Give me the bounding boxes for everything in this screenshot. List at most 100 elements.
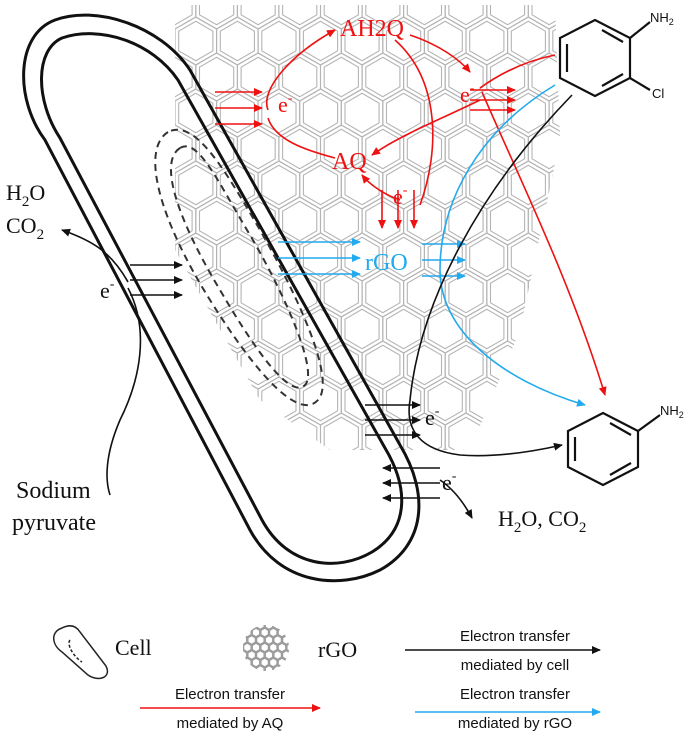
label-cl: Cl <box>652 86 664 101</box>
rgo-hex-inner <box>277 642 286 653</box>
rgo-hex-cell <box>175 124 197 174</box>
rgo-hex-cell <box>423 448 467 450</box>
rgo-hex-inner <box>323 344 359 386</box>
bacterial-cell <box>22 13 421 583</box>
rgo-hex-cell <box>527 340 560 390</box>
rgo-hex-inner <box>265 625 273 630</box>
rgo-hex-inner <box>265 650 273 660</box>
rgo-hex-inner <box>256 665 265 671</box>
rgo-hex-inner <box>265 665 273 671</box>
rgo-hex-cell <box>175 232 176 282</box>
rgo-hex-inner <box>247 635 256 645</box>
rgo-hex-cell <box>527 268 560 318</box>
rgo-sheet <box>137 5 608 492</box>
rgo-hex-cell <box>230 665 239 675</box>
rgo-hex-inner <box>448 416 484 450</box>
legend-cell-line2: mediated by cell <box>461 657 569 674</box>
rgo-hex-cell <box>243 656 253 669</box>
rgo-hex-inner <box>282 5 318 26</box>
label-nh2-bottom: NH2 <box>660 403 684 420</box>
rgo-hex-inner <box>175 416 193 450</box>
rgo-hex-cell <box>361 268 405 318</box>
rgo-hex-inner <box>406 272 443 314</box>
legend-rgo-label: rGO <box>318 637 357 662</box>
rgo-hex-cell <box>243 656 244 669</box>
rgo-hex-inner <box>256 635 265 645</box>
rgo-hex-inner <box>302 308 339 350</box>
label-electron-aq-left: e- <box>278 91 293 117</box>
rgo-hex-inner <box>531 128 560 170</box>
rgo-hex-inner <box>448 128 484 170</box>
rgo-hex-inner <box>469 380 505 422</box>
rgo-hex-inner <box>219 380 255 422</box>
rgo-hex-inner <box>247 625 256 630</box>
rgo-hex-inner <box>385 380 422 422</box>
rgo-hex-inner <box>406 128 443 170</box>
rgo-hex-inner <box>511 453 545 492</box>
rgo-hex-inner <box>240 200 276 242</box>
rgo-hex-inner <box>344 20 380 62</box>
rgo-hex-inner <box>243 635 247 645</box>
rgo-hex-inner <box>448 5 484 26</box>
rgo-hex-inner <box>282 416 318 450</box>
rgo-pathway <box>278 84 586 407</box>
rgo-hex-inner <box>178 20 214 62</box>
legend-cell-label: Cell <box>115 635 152 660</box>
rgo-hex-cell <box>272 664 283 671</box>
rgo-hex-inner <box>302 380 339 422</box>
rgo-hex-cell <box>507 304 550 354</box>
rgo-hex-cell <box>175 16 176 66</box>
rgo-hex-cell <box>507 160 550 210</box>
rgo-hex-inner <box>256 625 265 630</box>
rgo-hex-inner <box>273 625 282 630</box>
rgo-hex-cell <box>319 268 363 318</box>
rgo-hex-inner <box>448 56 484 98</box>
rgo-hex-inner <box>574 417 608 456</box>
rgo-hex-inner <box>489 56 526 98</box>
rgo-hex-inner <box>552 308 560 350</box>
rgo-hex-inner <box>282 635 289 645</box>
rgo-hex-cell <box>486 268 529 318</box>
rgo-hex-inner <box>243 657 252 668</box>
rgo-hex-cell <box>548 160 560 210</box>
rgo-hex-inner <box>552 92 560 134</box>
rgo-hex-inner <box>137 381 171 420</box>
rgo-hex-cell <box>175 196 197 246</box>
rgo-hex-cell <box>230 635 239 645</box>
rgo-hex-inner <box>365 272 401 314</box>
legend-rgo-line2: mediated by rGO <box>458 715 572 732</box>
rgo-hex-inner <box>243 625 247 630</box>
rgo-hex-inner <box>269 657 278 668</box>
rgo-hex-inner <box>198 344 235 386</box>
rgo-hex-inner <box>427 92 463 134</box>
label-h2o-co2-right: H2O, CO2 <box>498 506 586 536</box>
rgo-hex-cell <box>230 620 239 630</box>
legend: Cell rGO Electron transfer mediated by c… <box>53 620 601 732</box>
rgo-hex-inner <box>365 56 401 98</box>
rgo-hex-cell <box>548 448 560 450</box>
rgo-hex-inner <box>178 92 214 134</box>
rgo-hex-inner <box>323 128 359 170</box>
rgo-hex-inner <box>489 200 526 242</box>
rgo-hex-inner <box>552 164 560 206</box>
rgo-hex-inner <box>261 380 297 422</box>
rgo-hex-cell <box>299 88 342 138</box>
cell-inner-wall <box>40 32 404 565</box>
rgo-hex-inner <box>448 344 484 386</box>
rgo-hex-inner <box>282 344 318 386</box>
rgo-hex-cell <box>236 412 280 450</box>
rgo-hex-inner <box>175 128 193 170</box>
rgo-hex-cell <box>257 448 301 450</box>
rgo-hex-inner <box>365 128 401 170</box>
rgo-hex-inner <box>260 642 269 653</box>
rgo-hex-cell <box>319 412 363 450</box>
rgo-hex-inner <box>574 273 608 312</box>
rgo-hex-inner <box>531 5 560 26</box>
rgo-hex-inner <box>219 20 255 62</box>
rgo-hex-inner <box>260 657 269 668</box>
rgo-hex-inner <box>489 128 526 170</box>
rgo-hex-inner <box>531 200 560 242</box>
rgo-hex-cell <box>527 124 560 174</box>
rgo-hex-inner <box>291 666 298 674</box>
